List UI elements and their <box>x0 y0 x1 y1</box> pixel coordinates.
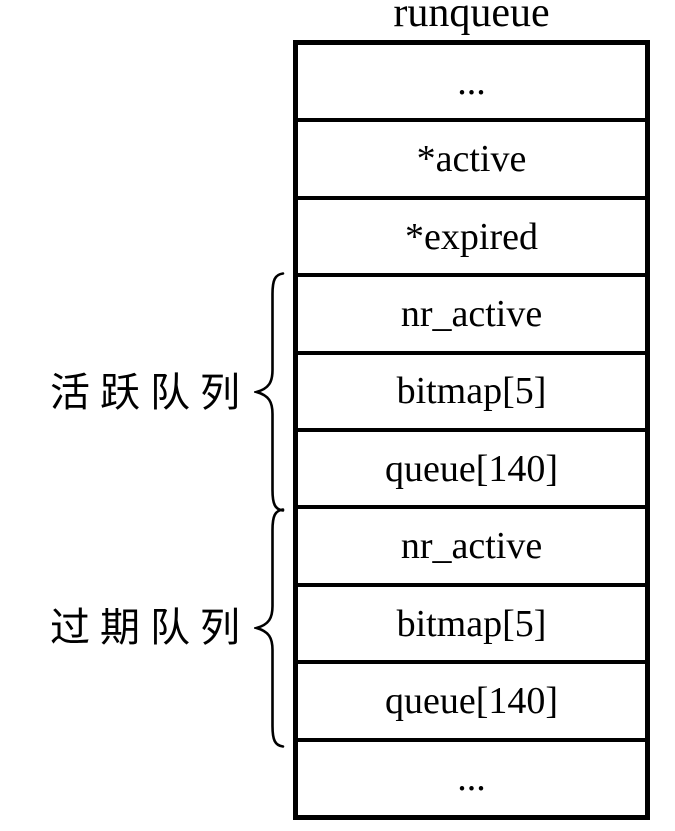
struct-row-label: *active <box>416 138 527 181</box>
struct-row-label: ... <box>457 757 486 800</box>
struct-row-label: bitmap[5] <box>396 370 547 413</box>
active-queue-label: 活跃队列 <box>50 370 250 415</box>
struct-row-label: queue[140] <box>384 447 559 490</box>
struct-row-label: queue[140] <box>384 679 559 722</box>
struct-row-label: bitmap[5] <box>396 602 547 645</box>
active-group-brace-icon <box>254 272 285 512</box>
struct-row-queue-1: queue[140] <box>298 432 645 510</box>
struct-row-ellipsis-top: ... <box>298 45 645 123</box>
struct-row-active-pointer: *active <box>298 122 645 200</box>
runqueue-struct-box: ... *active *expired nr_active bitmap[5]… <box>293 40 650 820</box>
struct-row-label: nr_active <box>400 292 543 335</box>
struct-row-label: *expired <box>405 215 538 258</box>
expired-queue-label: 过期队列 <box>50 605 250 650</box>
diagram-title: runqueue <box>393 0 550 36</box>
struct-row-queue-2: queue[140] <box>298 664 645 742</box>
struct-row-nr-active-1: nr_active <box>298 277 645 355</box>
expired-group-brace-icon <box>254 508 285 748</box>
struct-row-bitmap-2: bitmap[5] <box>298 587 645 665</box>
struct-row-label: nr_active <box>400 525 543 568</box>
struct-row-nr-active-2: nr_active <box>298 509 645 587</box>
struct-row-ellipsis-bottom: ... <box>298 742 645 815</box>
struct-row-label: ... <box>457 60 486 103</box>
struct-row-expired-pointer: *expired <box>298 200 645 278</box>
struct-row-bitmap-1: bitmap[5] <box>298 355 645 433</box>
